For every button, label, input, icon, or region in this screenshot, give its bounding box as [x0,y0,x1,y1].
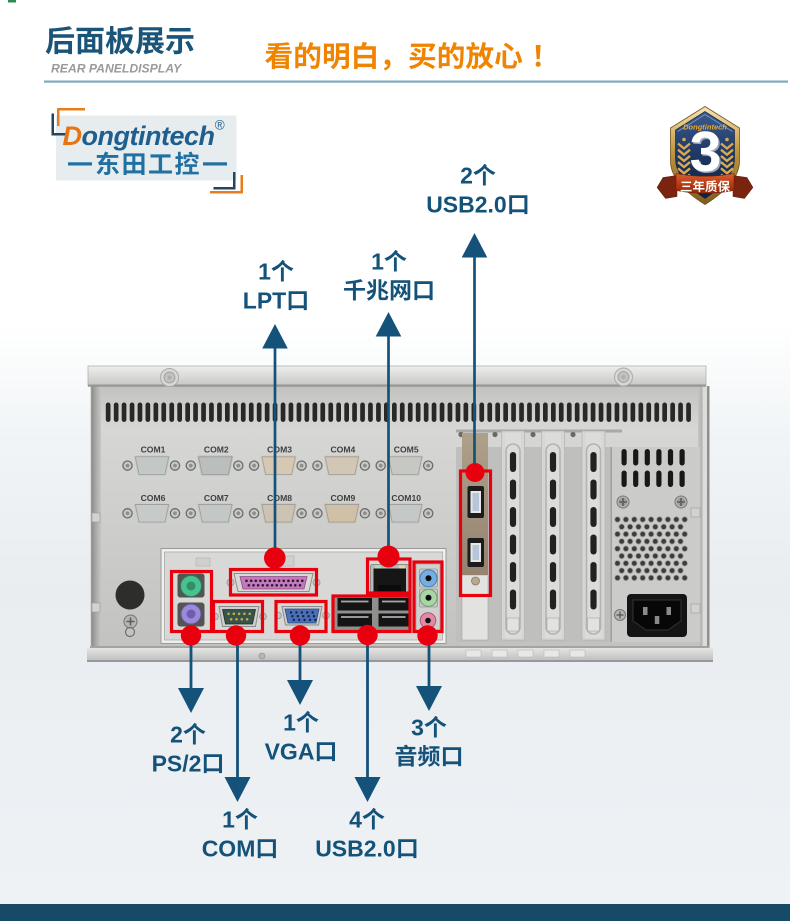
svg-text:COM5: COM5 [394,445,419,455]
svg-text:3: 3 [691,122,723,186]
svg-text:3: 3 [411,715,424,741]
svg-text:Dongtintech: Dongtintech [683,123,727,132]
svg-text:COM10: COM10 [391,493,421,503]
svg-text:USB2.0: USB2.0 [426,192,507,218]
svg-text:COM1: COM1 [141,445,166,455]
svg-text:®: ® [215,118,225,133]
svg-text:2: 2 [170,722,183,748]
svg-text:USB2.0: USB2.0 [315,836,396,862]
svg-text:1: 1 [371,249,384,275]
svg-text:1: 1 [258,259,271,285]
svg-text:2: 2 [460,163,473,189]
svg-text:Dongtintech: Dongtintech [63,121,215,151]
svg-text:PS/2: PS/2 [152,751,202,777]
svg-text:3: 3 [690,120,722,184]
svg-text:COM: COM [202,836,256,862]
svg-text:COM4: COM4 [330,445,355,455]
svg-text:1: 1 [283,710,296,736]
svg-text:1: 1 [222,807,235,833]
svg-text:REAR PANELDISPLAY: REAR PANELDISPLAY [51,62,183,76]
svg-text:COM9: COM9 [330,493,355,503]
svg-text:LPT: LPT [243,288,286,314]
svg-text:COM7: COM7 [204,493,229,503]
svg-text:COM3: COM3 [267,445,292,455]
svg-text:COM6: COM6 [141,493,166,503]
svg-text:COM2: COM2 [204,445,229,455]
svg-text:4: 4 [349,807,362,833]
svg-text:VGA: VGA [265,739,315,765]
svg-text:COM8: COM8 [267,493,292,503]
